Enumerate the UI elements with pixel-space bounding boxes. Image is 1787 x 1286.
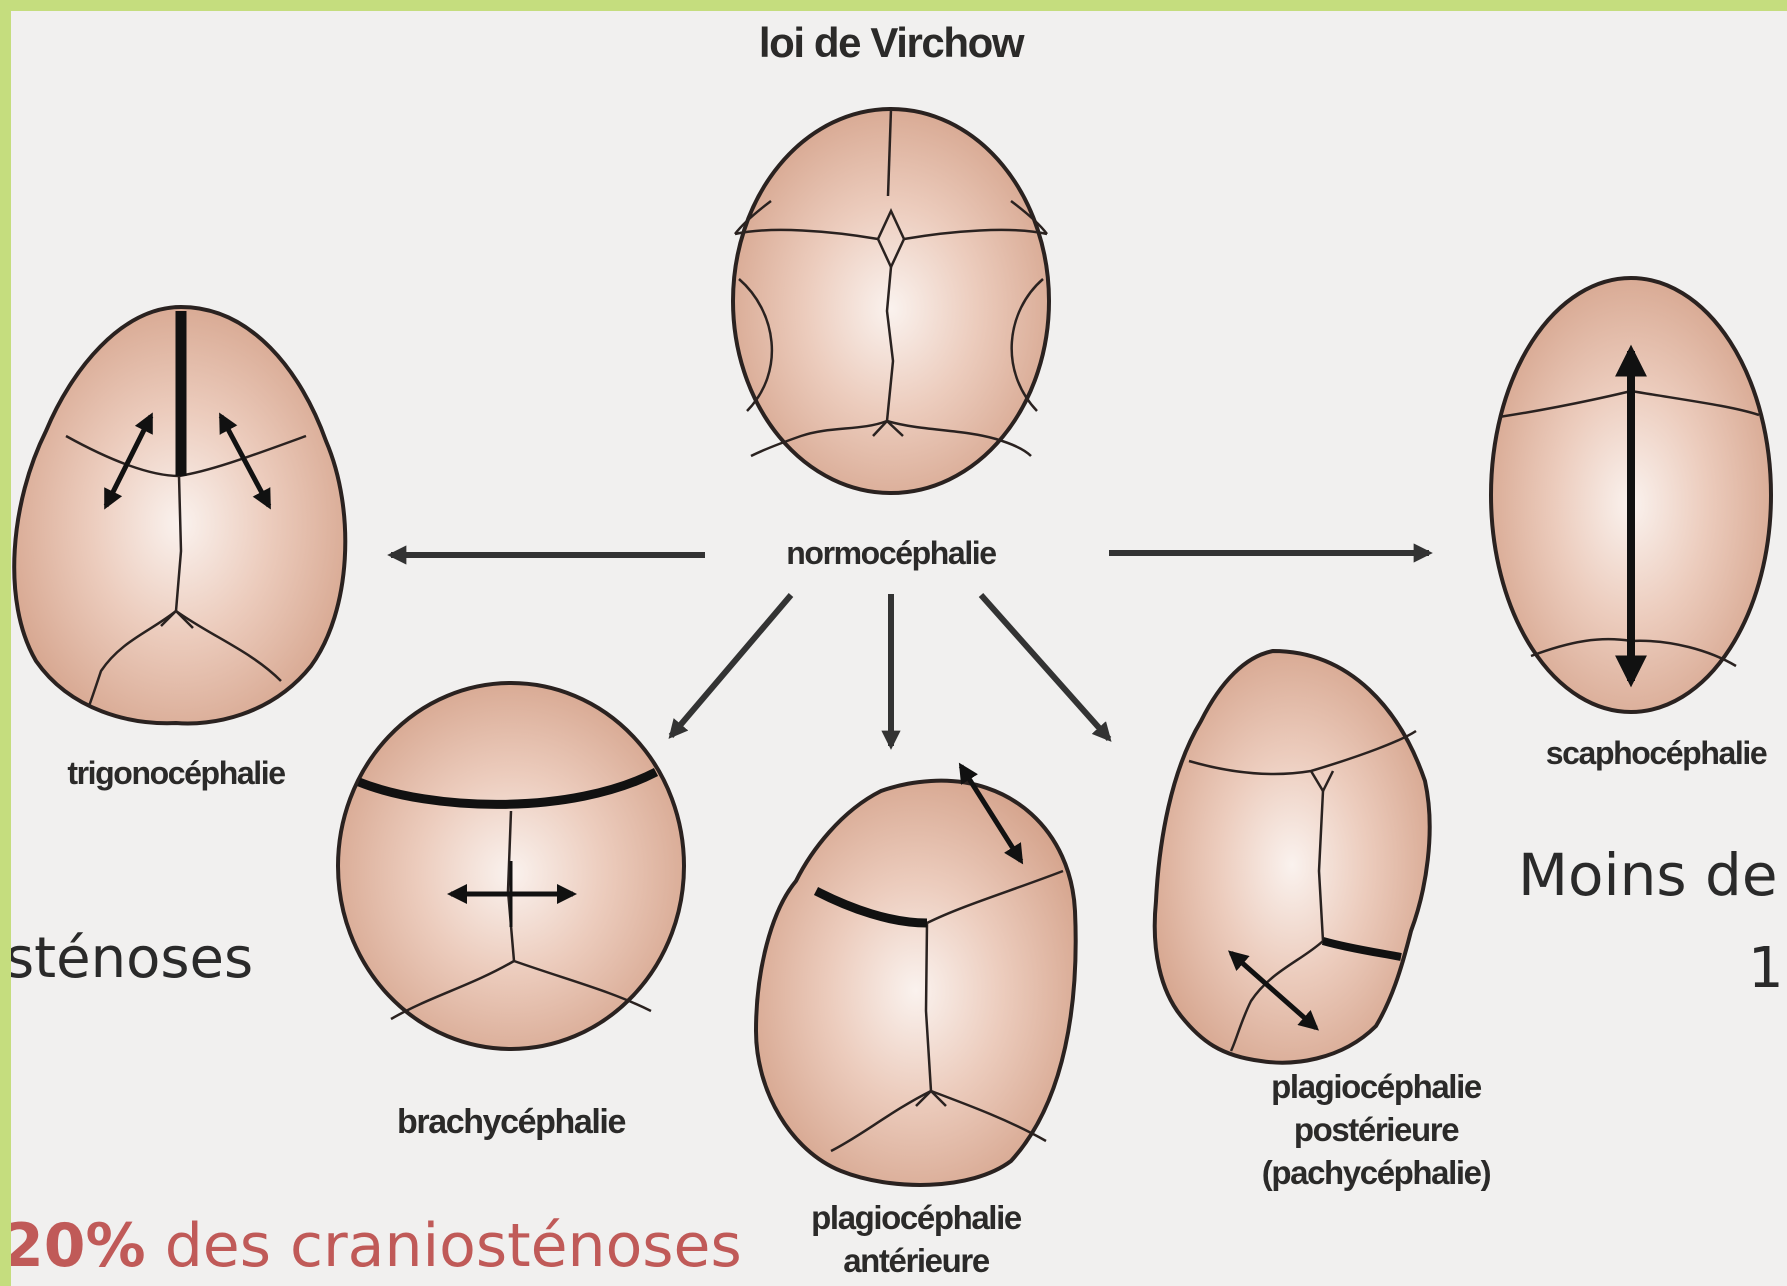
percent-highlight: 20% [11,1211,146,1281]
side-text-right-1: Moins de [1518,841,1778,909]
label-brachycephalie: brachycéphalie [371,1103,651,1142]
side-text-right-2: 1 [1748,936,1784,1001]
label-plagiocephalie-anterieure-line1: plagiocéphalie [786,1199,1046,1237]
arrow-to-plagio-posterieure [981,595,1109,739]
diagram-stage: loi de Virchow normocéphalie trigonocéph… [11,11,1787,1286]
skull-brachycephalie [338,683,684,1049]
label-plagiocephalie-posterieure-line1: plagiocéphalie [1241,1068,1511,1106]
label-plagiocephalie-anterieure-line2: antérieure [786,1242,1046,1280]
skull-plagiocephalie-posterieure [1155,651,1430,1063]
skull-trigonocephalie [14,307,345,723]
side-text-bottom: 20% des craniosténoses [11,1211,742,1281]
arrow-to-brachycephalie [671,595,791,736]
skull-diagram [11,11,1787,1286]
skull-normocephalie [733,109,1049,493]
skull-scaphocephalie [1491,278,1771,712]
label-plagiocephalie-posterieure-line2: postérieure [1241,1111,1511,1149]
label-plagiocephalie-posterieure-line3: (pachycéphalie) [1241,1154,1511,1192]
label-normocephalie: normocéphalie [741,535,1041,572]
skull-plagiocephalie-anterieure [756,766,1076,1185]
side-text-left: sténoses [11,926,253,991]
label-scaphocephalie: scaphocéphalie [1511,735,1787,772]
diagram-title: loi de Virchow [711,19,1071,67]
bottom-caption: des craniosténoses [146,1211,742,1281]
label-trigonocephalie: trigonocéphalie [31,755,321,792]
